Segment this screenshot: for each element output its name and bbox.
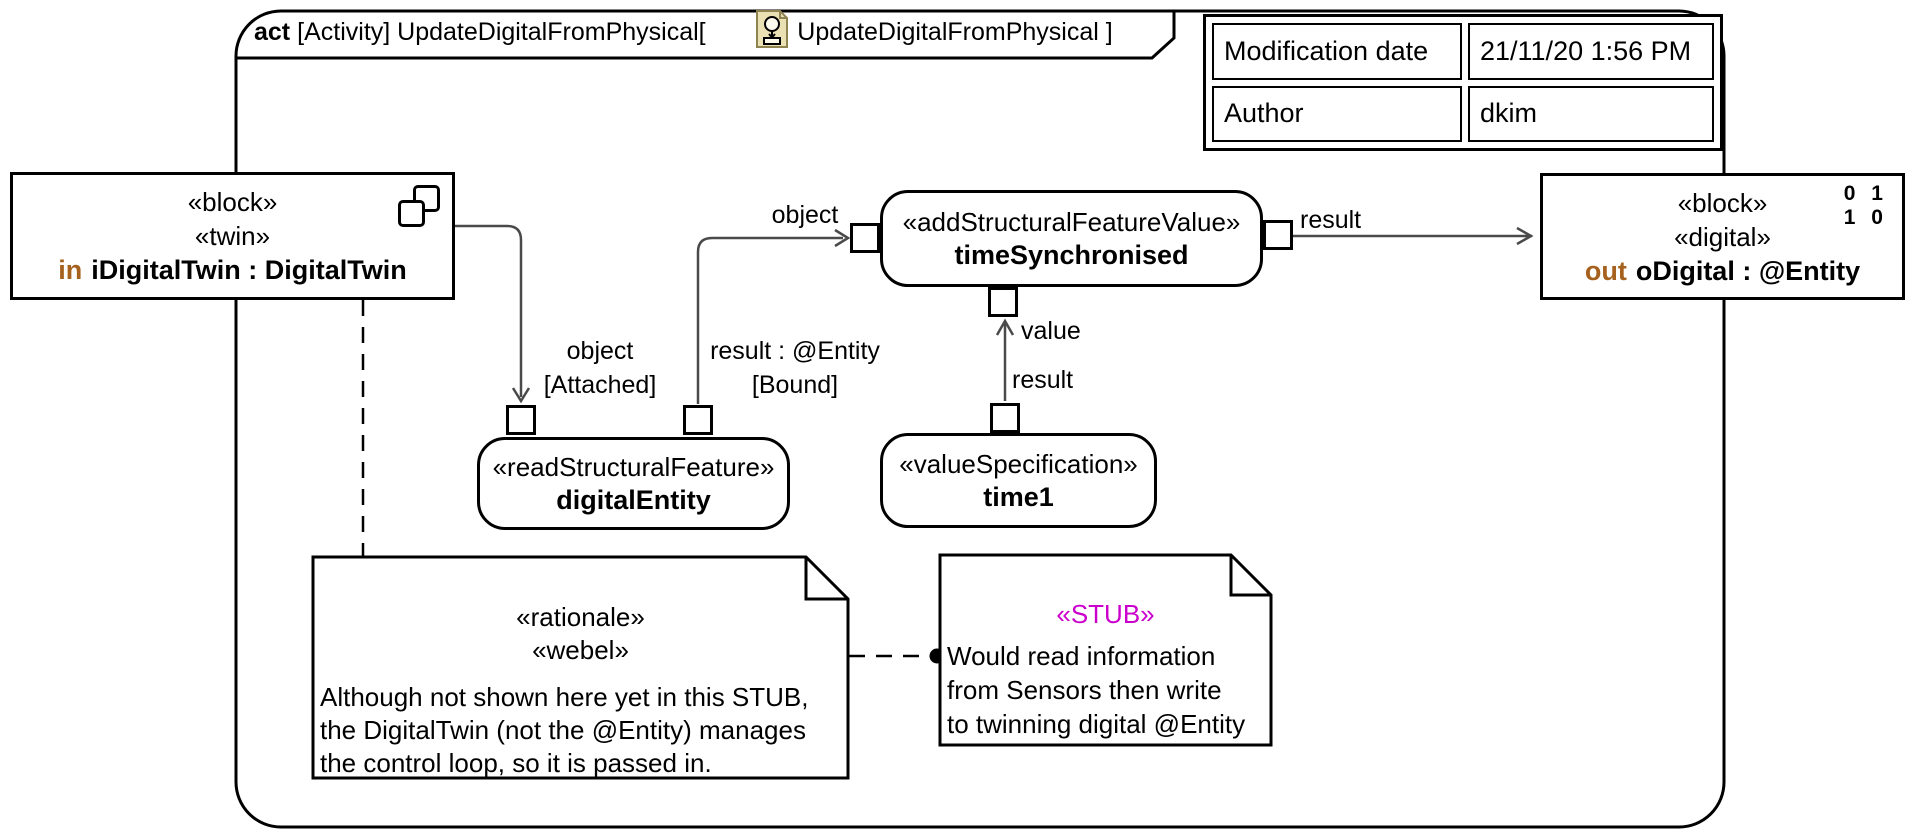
pin-label-value: value [1021,317,1081,345]
action-digitalentity[interactable]: «readStructuralFeature» digitalEntity [477,437,790,530]
note-stub-text: «STUB» Would read information from Senso… [940,555,1271,741]
note-stub[interactable] [938,553,1273,747]
frame-title-left: [Activity] UpdateDigitalFromPhysical[ [297,17,706,46]
flow-label-object-attached: object[Attached] [543,337,657,399]
copies-icon [398,185,440,227]
parameter-direction: out [1584,255,1627,286]
pin-digitalentity-object[interactable] [506,405,536,435]
flow-arrowhead [511,387,531,404]
stereotype-label: «valueSpecification» [899,448,1138,479]
diagram-info-table: Modification date 21/11/20 1:56 PM Autho… [1203,14,1723,151]
frame-header: act[Activity] UpdateDigitalFromPhysical[… [254,9,1113,51]
frame-header-pentagon [236,11,1176,60]
stub-stereotype-label: «STUB» [1056,599,1155,629]
action-name: timeSynchronised [954,239,1189,270]
flow-arrowhead [834,228,851,248]
action-time1[interactable]: «valueSpecification» time1 [880,433,1157,528]
pin-digitalentity-result[interactable] [683,405,713,435]
stereotype-label: «block» [1677,187,1768,218]
stereotype-label: «twin» [194,221,271,251]
info-value-modification-date: 21/11/20 1:56 PM [1468,23,1714,80]
pin-timesynchronised-object[interactable] [850,223,880,253]
flow-arrowhead [995,318,1015,336]
note-fold-corner [1229,555,1271,597]
stereotype-label: «rationale» [516,602,645,632]
parameter-direction: in [58,255,83,285]
action-name: digitalEntity [556,484,711,515]
action-timesynchronised[interactable]: «addStructuralFeatureValue» timeSynchron… [880,190,1263,287]
pin-timesynchronised-value[interactable] [988,287,1018,317]
note-fold-corner [804,557,848,601]
flow-object-attached-line [455,224,523,397]
stereotype-label: «block» [187,187,278,217]
stereotype-label: «addStructuralFeatureValue» [902,206,1241,237]
activity-diagram-icon [714,0,790,84]
info-value-author: dkim [1468,85,1714,142]
pin-time1-result[interactable] [990,403,1020,433]
activity-frame-border [234,9,1726,829]
flow-result-bound-line [696,236,843,404]
flow-label-object: object [771,201,839,229]
flow-label-result: result [1012,366,1074,394]
stereotype-label: «readStructuralFeature» [492,451,775,482]
frame-title-right: UpdateDigitalFromPhysical ] [797,17,1113,46]
note-rationale[interactable] [311,555,850,780]
flow-label-result-bound: result : @Entity[Bound] [710,337,880,399]
flow-label-result-out: result [1300,206,1362,234]
info-label-author: Author [1212,85,1462,142]
flow-arrowhead [1516,226,1534,246]
frame-keyword: act [254,17,291,46]
pin-timesynchronised-result[interactable] [1263,220,1293,250]
stereotype-label: «digital» [1674,221,1771,252]
stereotype-label: «webel» [532,635,629,665]
note-rationale-text: «rationale» «webel» Although not shown h… [313,557,848,780]
action-name: time1 [983,481,1054,512]
info-label-modification-date: Modification date [1212,23,1462,80]
